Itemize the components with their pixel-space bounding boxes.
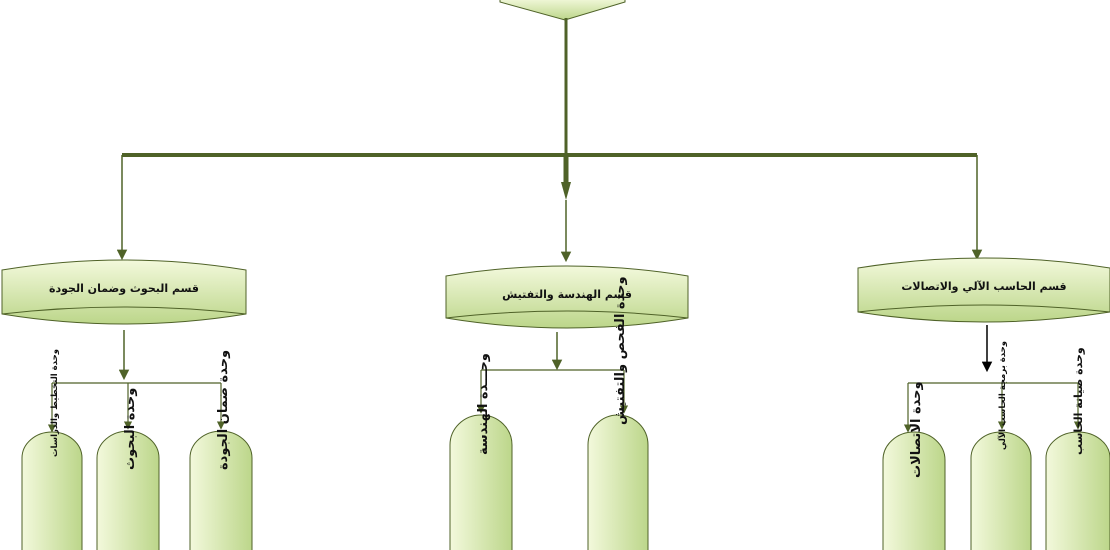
unit-label: وحدة البحوث	[123, 388, 138, 470]
unit-pill: وحدة الفحص والتفتيش	[587, 276, 649, 550]
unit-label: وحدة ضمان الجودة	[216, 350, 231, 470]
unit-pill: وحدة الاتصالات	[882, 381, 946, 550]
dept-label-center: قسم الهندسة والتفتيش	[502, 288, 632, 301]
top-root-box	[499, 0, 626, 21]
dept-engineering-inspection: قسم الهندسة والتفتيش	[445, 265, 689, 329]
unit-pill: وحدة صيانة الحاسب	[1045, 347, 1110, 550]
dept-computer-comms: قسم الحاسب الآلي والاتصالات	[857, 257, 1110, 323]
unit-pill: وحـــدة الهندسة	[449, 353, 513, 550]
unit-label: وحدة الاتصالات	[909, 381, 924, 478]
dept-label-right: قسم الحاسب الآلي والاتصالات	[901, 280, 1066, 293]
dept-box-right	[857, 257, 1110, 323]
unit-pill: وحدة برمجة الحاسب الآلي	[970, 341, 1032, 550]
unit-label: وحدة برمجة الحاسب الآلي	[997, 341, 1008, 450]
dept-research-quality: قسم البحوث وضمان الجودة	[1, 259, 247, 325]
center-arrowhead-thick	[561, 182, 571, 200]
unit-pill: وحدة التخطيط والدراسات	[21, 349, 83, 550]
unit-label: وحدة صيانة الحاسب	[1072, 347, 1085, 455]
unit-label: وحـــدة الهندسة	[476, 353, 491, 455]
unit-pill: وحدة البحوث	[96, 388, 160, 550]
unit-pill: وحدة ضمان الجودة	[189, 350, 253, 550]
unit-label: وحدة التخطيط والدراسات	[50, 349, 60, 457]
dept-label-left: قسم البحوث وضمان الجودة	[49, 282, 199, 295]
unit-label: وحدة الفحص والتفتيش	[613, 276, 628, 425]
